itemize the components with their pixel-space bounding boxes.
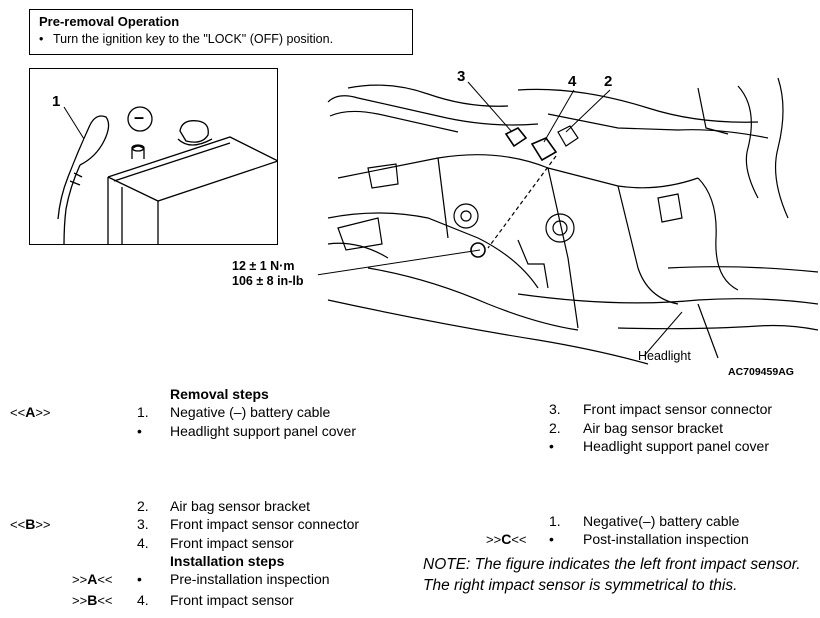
pre-removal-title: Pre-removal Operation <box>39 14 180 29</box>
torque-inlb: 106 ± 8 in-lb <box>232 274 304 288</box>
step-text: Negative (–) battery cable <box>170 404 331 420</box>
step-number: 2. <box>137 498 149 514</box>
removal-steps-header: Removal steps <box>170 386 269 402</box>
battery-callout-1: 1 <box>52 93 61 110</box>
engine-callout-4: 4 <box>568 73 577 90</box>
bullet: • <box>39 32 44 46</box>
pre-removal-item: • Turn the ignition key to the "LOCK" (OF… <box>39 32 333 46</box>
step-text: Air bag sensor bracket <box>170 498 311 514</box>
pre-removal-box: Pre-removal Operation • Turn the ignition… <box>29 9 413 55</box>
step-bullet: • <box>549 438 554 454</box>
step-number: 1. <box>137 404 149 420</box>
torque-spec: 12 ± 1 N·m 106 ± 8 in-lb <box>232 259 303 289</box>
battery-drawing <box>57 106 277 244</box>
headlight-label: Headlight <box>638 349 691 363</box>
step-number: 4. <box>137 535 149 551</box>
engine-callout-2: 2 <box>604 73 613 90</box>
step-text: Negative(–) battery cable <box>583 513 740 529</box>
step-text: Front impact sensor connector <box>170 516 360 532</box>
step-bullet: • <box>549 531 554 547</box>
step-number: 1. <box>549 513 561 529</box>
engine-compartment-drawing <box>318 77 818 365</box>
step-bullet: • <box>137 571 142 587</box>
step-number: 3. <box>549 401 561 417</box>
pre-removal-item-text: Turn the ignition key to the "LOCK" (OFF… <box>53 32 334 46</box>
step-text: Pre-installation inspection <box>170 571 330 587</box>
step-text: Front impact sensor <box>170 535 294 551</box>
battery-illustration: 1 – <box>29 68 278 245</box>
step-text: Headlight support panel cover <box>583 438 770 454</box>
removal-mark-a: <<A>> <box>10 404 51 420</box>
installation-steps-header: Installation steps <box>170 553 285 569</box>
step-text: Air bag sensor bracket <box>583 420 724 436</box>
install-mark-a: >>A<< <box>72 571 113 587</box>
install-mark-c: >>C<< <box>486 531 527 547</box>
step-number: 2. <box>549 420 561 436</box>
step-bullet: • <box>137 423 142 439</box>
engine-compartment-illustration: 3 4 2 Headlight <box>318 68 818 368</box>
step-text: Headlight support panel cover <box>170 423 357 439</box>
step-text: Post-installation inspection <box>583 531 749 547</box>
step-number: 3. <box>137 516 149 532</box>
negative-symbol: – <box>134 107 145 127</box>
engine-callout-3: 3 <box>457 68 466 85</box>
torque-nm: 12 ± 1 N·m <box>232 259 295 273</box>
step-text: Front impact sensor <box>170 592 294 608</box>
figure-id: AC709459AG <box>728 366 794 378</box>
note-text: NOTE: The figure indicates the left fron… <box>423 556 801 594</box>
install-mark-b: >>B<< <box>72 592 113 608</box>
step-text: Front impact sensor connector <box>583 401 773 417</box>
step-number: 4. <box>137 592 149 608</box>
removal-mark-b: <<B>> <box>10 516 51 532</box>
